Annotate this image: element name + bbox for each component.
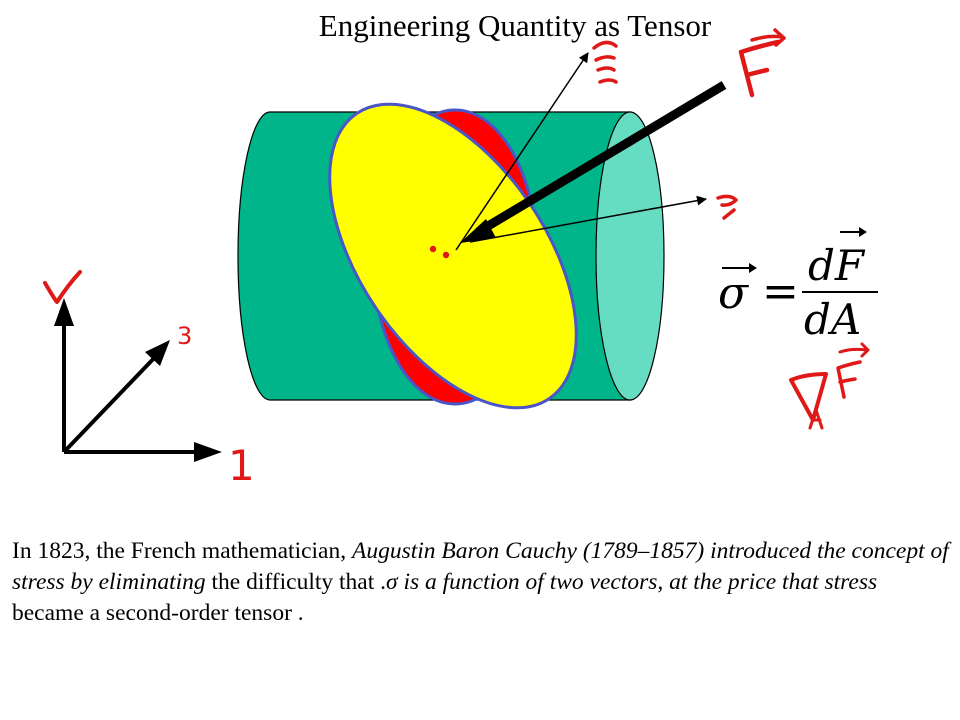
- formula-equals: =: [762, 266, 799, 317]
- formula-denominator: dA: [804, 295, 861, 344]
- formula-numerator-arrowhead: [859, 227, 867, 237]
- note-subscript-stroke: [808, 408, 824, 430]
- formula-lhs: σ: [718, 268, 750, 319]
- cylinder-end-face: [595, 111, 665, 401]
- handwritten-annotations: [43, 28, 870, 430]
- stress-formula: σ = dF dA: [718, 227, 878, 344]
- force-vector: [475, 81, 727, 236]
- force-f-stroke: [738, 39, 781, 98]
- caption-part-2: Augustin Baron Cauchy (1789–1857) introd…: [12, 538, 949, 595]
- note-arrow-stroke: [838, 342, 870, 358]
- formula-numerator: dF: [808, 241, 866, 290]
- formula-lhs-arrowhead: [749, 263, 757, 273]
- caption-part-5: became a second-order tensor .: [12, 600, 304, 626]
- axis-2-head: [54, 298, 74, 326]
- caption-part-3: the difficulty that .: [205, 569, 387, 595]
- axis-3-label: 3: [177, 322, 192, 350]
- caption-part-4: σ is a function of two vectors, at the p…: [386, 569, 878, 595]
- axis-1-head: [194, 442, 222, 462]
- traction-vector-upper: [455, 52, 589, 251]
- force-vector-head: [460, 219, 496, 243]
- upper-label-stroke: [592, 40, 618, 84]
- right-label-stroke: [716, 194, 738, 220]
- coordinate-axes: [54, 298, 222, 462]
- note-nabla-stroke: [789, 372, 828, 422]
- origin-dot: [442, 251, 450, 259]
- traction-vector-right: [469, 195, 707, 243]
- caption-part-1: In 1823, the French mathematician,: [12, 538, 352, 564]
- origin-dot: [429, 245, 437, 253]
- force-arrow-stroke: [750, 28, 786, 47]
- axis-3: [62, 352, 160, 454]
- slide-title: Engineering Quantity as Tensor: [318, 8, 712, 43]
- axis-2-checkmark: [43, 270, 82, 304]
- note-f-stroke: [836, 360, 862, 399]
- caption-paragraph: In 1823, the French mathematician, Augus…: [12, 536, 952, 629]
- axis-1-label: 1: [228, 441, 255, 490]
- axis-3-head: [145, 340, 170, 366]
